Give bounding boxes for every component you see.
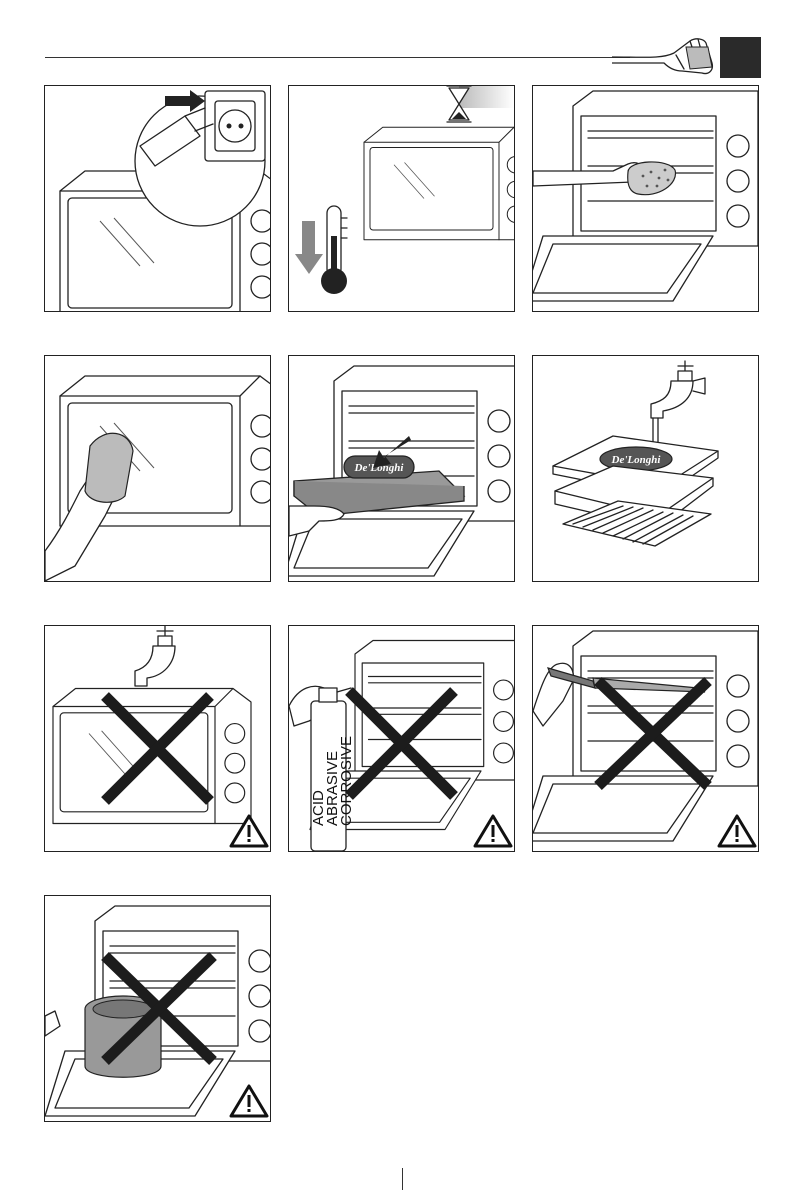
- header-rule: [45, 57, 630, 58]
- panel-no-containers: [44, 895, 271, 1122]
- panel-remove-tray: De'Longhi: [288, 355, 515, 582]
- panel-wipe-door: [44, 355, 271, 582]
- panel-no-chemicals: ACID ABRASIVE CORROSIVE: [288, 625, 515, 852]
- cleaning-hand-icon: [612, 33, 716, 81]
- warning-icon: [719, 816, 755, 846]
- page-footer-divider: [402, 1168, 403, 1190]
- warning-icon: [475, 816, 511, 846]
- panel-no-sharp-tools: [532, 625, 759, 852]
- tap-icon: [135, 626, 175, 686]
- panel-no-water: [44, 625, 271, 852]
- tap-icon: [651, 361, 705, 418]
- thermometer-icon: [321, 206, 347, 294]
- panel-unplug: [44, 85, 271, 312]
- section-marker: [720, 37, 761, 78]
- panel-wash-accessories: De'Longhi: [532, 355, 759, 582]
- panel-cool-down: [288, 85, 515, 312]
- can-label-corrosive: CORROSIVE: [338, 736, 355, 826]
- brand-logo: De'Longhi: [611, 454, 662, 466]
- warning-icon: [231, 1086, 267, 1116]
- panel-wipe-interior: [532, 85, 759, 312]
